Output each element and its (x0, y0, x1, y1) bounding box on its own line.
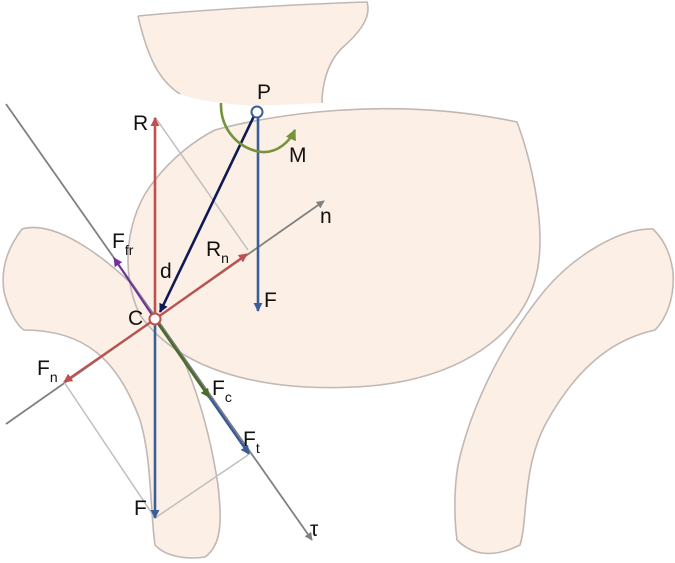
label-f-fr-main: F (112, 230, 125, 253)
moment-arc-m (219, 102, 297, 154)
femoral-head-outline (127, 107, 541, 389)
lever-arm-d (158, 115, 256, 313)
label-r-n: Rn (206, 238, 229, 266)
contact-point-c (148, 312, 162, 326)
upper-bone-shaft (138, 2, 369, 106)
label-f-upper: F (264, 289, 277, 312)
label-f-c: Fc (212, 377, 232, 405)
label-r-n-main: R (206, 238, 221, 261)
label-f-fr: Ffr (112, 230, 134, 258)
label-f-fr-sub: fr (125, 242, 134, 258)
left-bone (3, 227, 221, 558)
label-f-n-main: F (37, 357, 50, 380)
friction-vector-ffr (113, 257, 153, 316)
label-f-c-sub: c (225, 389, 232, 405)
label-f-c-main: F (212, 377, 225, 400)
construction-lines (63, 116, 249, 519)
ft-construction-line (154, 454, 249, 519)
femoral-head (128, 108, 540, 388)
label-r: R (133, 112, 148, 135)
label-f-t-main: F (243, 428, 256, 451)
pivot-point-p (250, 105, 264, 119)
label-n: n (320, 205, 332, 228)
upper-bone-shaft-outline (137, 1, 369, 104)
contact-force-vector-fc (153, 318, 211, 398)
right-bone-outline (454, 228, 675, 555)
normal-force-vector-fn (63, 318, 156, 383)
fn-construction-line (63, 381, 156, 519)
right-bone (454, 228, 674, 554)
label-m: M (289, 144, 307, 167)
label-f-lower: F (134, 497, 147, 520)
normal-reaction-vector-rn (154, 253, 248, 320)
label-f-n: Fn (37, 357, 58, 385)
label-f-n-sub: n (50, 369, 58, 385)
label-d: d (160, 260, 172, 283)
label-r-n-sub: n (221, 250, 229, 266)
label-f-t-sub: t (256, 440, 260, 456)
label-f-t: Ft (243, 428, 260, 456)
rn-construction-line (154, 116, 249, 251)
label-c: C (128, 307, 143, 330)
label-p: P (257, 81, 271, 104)
label-tau: τ (310, 518, 319, 541)
